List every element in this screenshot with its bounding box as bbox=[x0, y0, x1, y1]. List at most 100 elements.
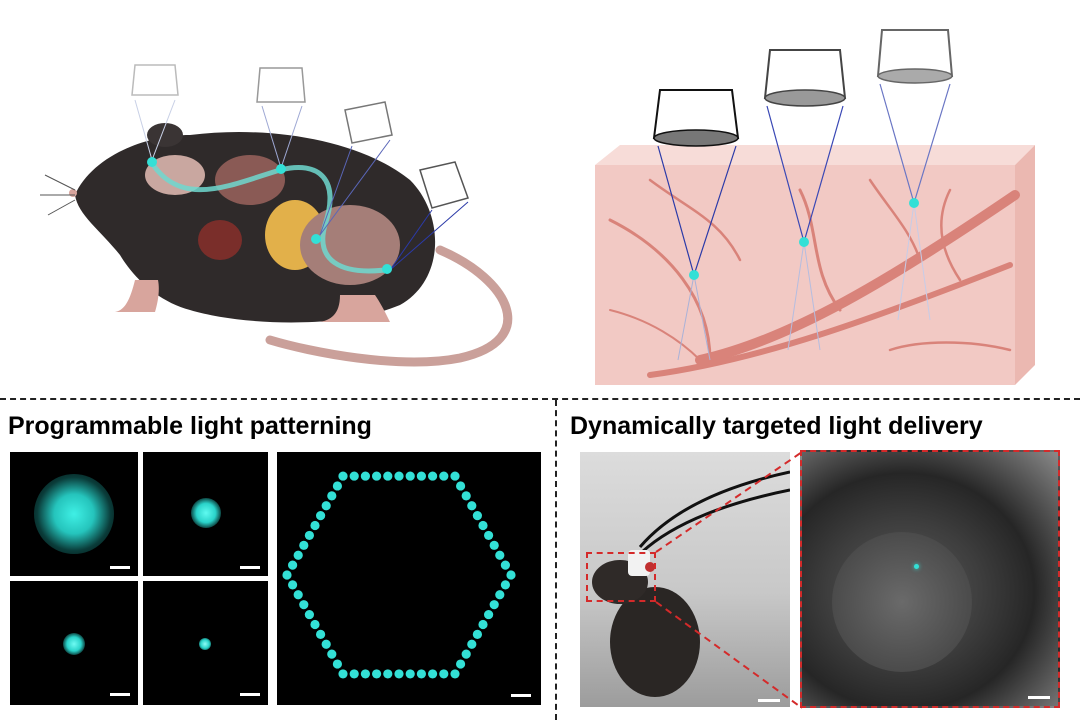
implant-marker bbox=[645, 562, 655, 572]
scale-bar bbox=[110, 566, 130, 569]
pattern-dot bbox=[456, 659, 466, 669]
pattern-dot bbox=[461, 491, 471, 501]
spot-tile-tiny bbox=[143, 581, 268, 705]
inset-zoom-photo bbox=[800, 450, 1060, 708]
scale-bar bbox=[758, 699, 780, 702]
objective-icon bbox=[763, 49, 847, 107]
horizontal-divider bbox=[0, 398, 1080, 400]
tissue-side-face bbox=[1015, 145, 1035, 385]
pattern-dot bbox=[288, 580, 298, 590]
light-spot bbox=[199, 638, 211, 650]
pattern-dot bbox=[495, 550, 505, 560]
pattern-dot bbox=[327, 649, 337, 659]
objective-icon bbox=[876, 29, 954, 84]
light-cone-lower bbox=[897, 202, 931, 321]
pattern-dot bbox=[304, 609, 314, 620]
objective-icon bbox=[319, 101, 393, 236]
tissue-top-face bbox=[595, 145, 1035, 165]
light-spot bbox=[311, 234, 321, 244]
mouse-nose bbox=[69, 189, 77, 197]
pattern-dot bbox=[439, 471, 449, 481]
pattern-dot bbox=[383, 669, 393, 679]
objective-icon bbox=[652, 89, 740, 147]
pattern-dot bbox=[405, 471, 415, 481]
pattern-dot bbox=[489, 600, 499, 610]
scale-bar bbox=[1028, 696, 1050, 699]
panel-title-right: Dynamically targeted light delivery bbox=[570, 412, 983, 440]
pattern-dot bbox=[288, 560, 298, 570]
pattern-dot bbox=[500, 580, 510, 590]
panel-title-left: Programmable light patterning bbox=[8, 412, 372, 440]
pattern-dot bbox=[304, 530, 314, 541]
cranial-window bbox=[832, 532, 972, 672]
light-cone-lower bbox=[677, 274, 711, 361]
pattern-dot bbox=[372, 471, 382, 481]
mouse-hind-leg bbox=[320, 295, 390, 322]
pattern-dot bbox=[489, 540, 499, 550]
objective-icon bbox=[389, 161, 469, 271]
pattern-dot bbox=[456, 481, 466, 491]
mouse-front-leg bbox=[115, 280, 159, 312]
pattern-dot bbox=[467, 639, 477, 649]
mouse-heart bbox=[198, 220, 242, 260]
mouse-tail bbox=[265, 245, 513, 367]
pattern-dot bbox=[450, 669, 460, 679]
light-spot bbox=[276, 164, 286, 174]
pattern-dot bbox=[321, 639, 331, 649]
pattern-dot bbox=[316, 629, 326, 639]
pattern-dot bbox=[316, 511, 326, 521]
pattern-dot bbox=[349, 669, 359, 679]
zoom-region-box bbox=[586, 552, 656, 602]
pattern-dot bbox=[428, 669, 438, 679]
tissue-block-illustration bbox=[595, 29, 1035, 385]
pattern-dot bbox=[394, 669, 404, 679]
pattern-dot bbox=[360, 471, 370, 481]
light-spot bbox=[914, 564, 919, 569]
scale-bar bbox=[240, 566, 260, 569]
pattern-dot bbox=[500, 560, 510, 570]
pattern-dot bbox=[332, 659, 342, 669]
pattern-dot bbox=[372, 669, 382, 679]
fiber-cables bbox=[592, 470, 790, 697]
pattern-dot bbox=[394, 471, 404, 481]
scale-bar bbox=[511, 694, 531, 697]
light-spot bbox=[909, 198, 919, 208]
pattern-dot bbox=[416, 669, 426, 679]
pattern-dot bbox=[405, 669, 415, 679]
pattern-dot bbox=[282, 570, 292, 580]
pattern-dot bbox=[293, 550, 303, 560]
spot-tile-medium bbox=[143, 452, 268, 576]
pattern-dot bbox=[416, 471, 426, 481]
pattern-dot bbox=[461, 649, 471, 659]
pattern-dot bbox=[428, 471, 438, 481]
pattern-dot bbox=[467, 501, 477, 511]
scale-bar bbox=[240, 693, 260, 696]
mouse-photo bbox=[580, 452, 790, 707]
pattern-dot bbox=[338, 669, 348, 679]
pattern-dot bbox=[321, 501, 331, 511]
light-cone-lower bbox=[787, 241, 821, 351]
zoom-connector-lines bbox=[655, 451, 803, 709]
pattern-dot bbox=[484, 609, 494, 620]
pattern-dot bbox=[506, 570, 516, 580]
light-spot bbox=[63, 633, 85, 655]
spot-tile-large bbox=[10, 452, 138, 576]
pattern-dot bbox=[478, 619, 488, 630]
mouse-body-photo bbox=[610, 587, 700, 697]
spot-tile-small bbox=[10, 581, 138, 705]
light-spot bbox=[191, 498, 221, 528]
mouse-ear bbox=[147, 123, 183, 147]
head-implant bbox=[628, 550, 650, 576]
pattern-dot bbox=[383, 471, 393, 481]
pattern-dot bbox=[299, 540, 309, 550]
vertical-divider bbox=[555, 400, 557, 720]
pattern-dot bbox=[332, 481, 342, 491]
light-path bbox=[147, 158, 386, 274]
scale-bar bbox=[110, 693, 130, 696]
pattern-dot bbox=[472, 629, 482, 639]
pattern-dot bbox=[495, 590, 505, 600]
light-spot bbox=[34, 474, 114, 554]
pattern-dot bbox=[349, 471, 359, 481]
light-spot bbox=[382, 264, 392, 274]
light-spot bbox=[689, 270, 699, 280]
